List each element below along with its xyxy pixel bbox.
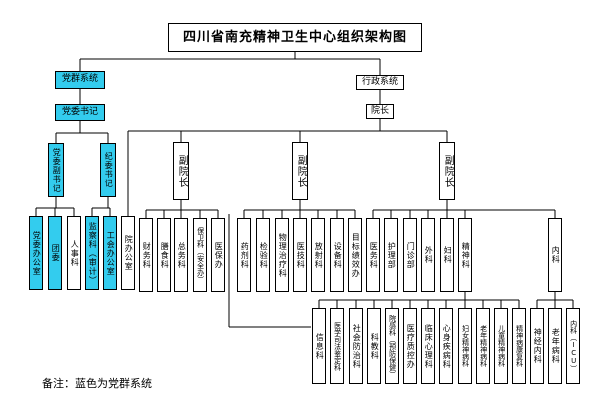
deputy-secretary-box: 党委副书记 xyxy=(48,143,64,197)
science-education-box: 科教科 xyxy=(367,308,381,384)
physiotherapy-box: 物理治疗科 xyxy=(275,218,289,292)
general-affairs-box: 总务科 xyxy=(174,218,188,292)
hr-dept-box: 人事科 xyxy=(67,216,81,290)
laboratory-box: 检验科 xyxy=(256,218,270,292)
party-secretary-box: 党委书记 xyxy=(55,104,105,121)
security-dept-box: 保卫科（安全办） xyxy=(193,218,207,292)
psychosomatic-box: 心身疾病科 xyxy=(439,308,453,384)
equipment-box: 设备科 xyxy=(330,218,344,292)
radiology-box: 放射科 xyxy=(311,218,325,292)
president-box: 院长 xyxy=(366,104,394,119)
clinical-psychology-box: 临床心理科 xyxy=(421,308,435,384)
chart-title: 四川省南充精神卫生中心组织架构图 xyxy=(168,23,422,52)
performance-office-box: 目标绩效办 xyxy=(348,218,362,292)
party-office-box: 党委办公室 xyxy=(29,216,43,290)
women-psych-box: 妇女精神病科 xyxy=(458,308,472,384)
medical-affairs-box: 医务科 xyxy=(366,218,380,292)
neurology-box: 神经内科 xyxy=(530,308,544,384)
president-office-box: 院办公室 xyxy=(121,216,135,290)
legend-note: 备注：蓝色为党群系统 xyxy=(42,377,152,390)
vice-president-1-box: 副院长 xyxy=(173,142,189,200)
union-office-box: 工会办公室 xyxy=(103,216,117,290)
admin-system-box: 行政系统 xyxy=(356,75,404,90)
surgery-box: 外科 xyxy=(421,218,435,292)
vice-president-2-box: 副院长 xyxy=(292,142,308,200)
icu-box: 内科（ICU） xyxy=(566,308,580,384)
forensic-psych-box: 医学司法鉴定科 xyxy=(330,308,344,384)
psychiatry-box: 精神科 xyxy=(458,218,472,292)
party-system-box: 党群系统 xyxy=(55,71,105,89)
youth-league-box: 团委 xyxy=(48,216,62,290)
elderly-psych-box: 老年精神病科 xyxy=(476,308,490,384)
catering-dept-box: 膳食科 xyxy=(157,218,171,292)
social-prevention-box: 社会防治科 xyxy=(349,308,363,384)
medical-insurance-box: 医保办 xyxy=(211,218,225,292)
finance-dept-box: 财务科 xyxy=(139,218,153,292)
medical-tech-box: 医技科 xyxy=(293,218,307,292)
gynecology-box: 妇科 xyxy=(440,218,454,292)
geriatrics-box: 老年病科 xyxy=(548,308,562,384)
outpatient-box: 门诊部 xyxy=(403,218,417,292)
child-psych-box: 儿童精神病科 xyxy=(494,308,508,384)
infection-control-box: 院感科（预防保健） xyxy=(385,308,399,384)
supervision-audit-box: 监察科（审计） xyxy=(85,216,99,290)
discipline-secretary-box: 纪委书记 xyxy=(100,143,116,197)
nursing-dept-box: 护理部 xyxy=(384,218,398,292)
pharmacy-box: 药剂科 xyxy=(237,218,251,292)
quality-control-box: 医疗质控办 xyxy=(403,308,417,384)
vice-president-3-box: 副院长 xyxy=(439,142,455,200)
psych-rehab-box: 精神病康复科 xyxy=(512,308,526,384)
internal-medicine-box: 内科 xyxy=(548,218,562,292)
information-dept-box: 信息科 xyxy=(312,308,326,384)
